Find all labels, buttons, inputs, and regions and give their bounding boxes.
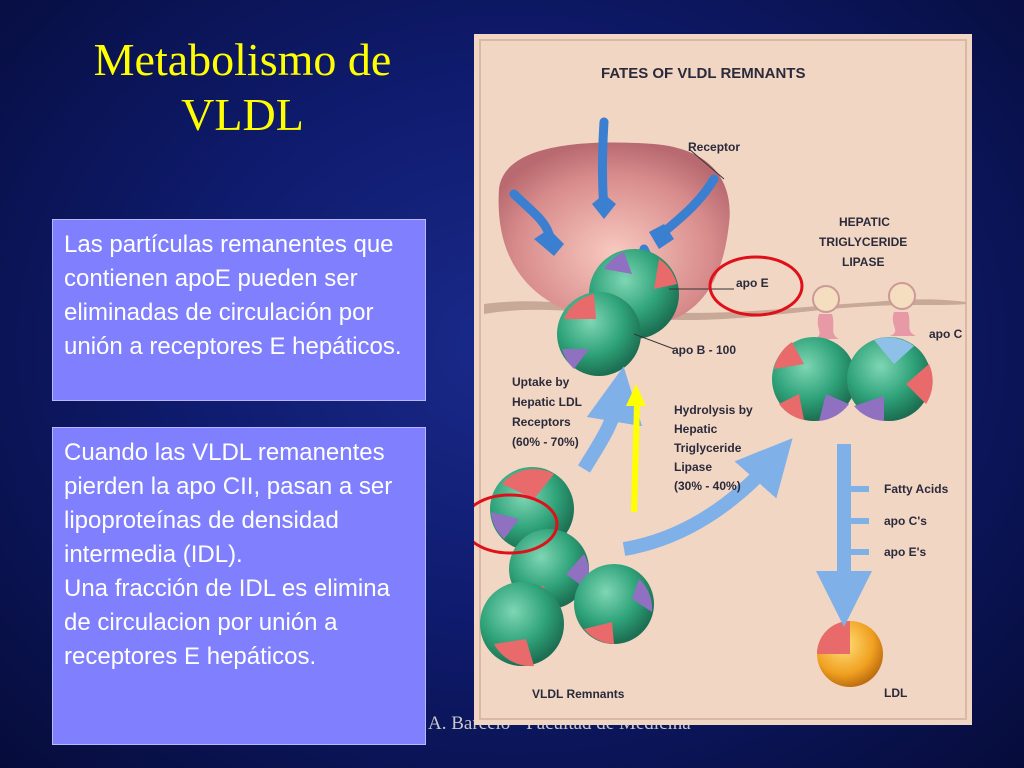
label-fatty-acids: Fatty Acids [884, 482, 949, 496]
slide-title: Metabolismo de VLDL [40, 32, 445, 142]
label-apo-cs: apo C's [884, 514, 927, 528]
text-box-idl: Cuando las VLDL remanentes pierden la ap… [52, 427, 426, 745]
bound-particle-bottom [557, 292, 641, 376]
hydrolysis-arrow [622, 438, 793, 556]
label-hepatic-3: LIPASE [842, 255, 884, 269]
label-apo-b100: apo B - 100 [672, 343, 736, 357]
hydrolysis-particle-left [772, 337, 856, 421]
receptor-3 [659, 174, 719, 237]
title-line-2: VLDL [181, 89, 304, 140]
product-arrows [846, 486, 869, 555]
label-apo-es: apo E's [884, 545, 927, 559]
label-hydrolysis-5: (30% - 40%) [674, 479, 741, 493]
title-line-1: Metabolismo de [93, 34, 392, 85]
uptake-arrow [577, 366, 643, 473]
label-hydrolysis-2: Hepatic [674, 422, 718, 436]
label-uptake-1: Uptake by [512, 375, 570, 389]
remnant-particle-3 [480, 582, 564, 667]
hydrolysis-particle-right [847, 337, 933, 421]
annotation-arrow-shaft [631, 403, 640, 513]
label-uptake-4: (60% - 70%) [512, 435, 579, 449]
diagram-heading: FATES OF VLDL REMNANTS [601, 65, 805, 82]
hepatic-lipase-1 [812, 285, 840, 339]
remnant-particle-4 [574, 564, 654, 644]
label-hydrolysis-3: Triglyceride [674, 441, 742, 455]
ldl-particle [817, 621, 883, 687]
label-uptake-3: Receptors [512, 415, 571, 429]
label-hydrolysis-4: Lipase [674, 460, 712, 474]
receptor-head-1 [534, 229, 564, 256]
label-receptor: Receptor [688, 140, 740, 154]
label-hepatic-1: HEPATIC [839, 215, 890, 229]
text-box-idl-para-1: Cuando las VLDL remanentes pierden la ap… [64, 439, 393, 568]
annotation-circle-remnant [474, 493, 559, 555]
hepatic-membrane [484, 299, 966, 321]
text-box-apoe-text: Las partículas remanentes que contienen … [64, 231, 402, 360]
label-hepatic-2: TRIGLYCERIDE [819, 235, 907, 249]
text-box-idl-para-2: Una fracción de IDL es elimina de circul… [64, 575, 390, 670]
apob-leader [633, 333, 675, 350]
hepatic-lipase-2 [888, 282, 916, 336]
receptor-head-2 [592, 194, 616, 219]
vldl-remnants-diagram: FATES OF VLDL REMNANTS Receptor HEPATIC … [474, 34, 972, 725]
label-uptake-2: Hepatic LDL [512, 395, 582, 409]
label-hydrolysis-1: Hydrolysis by [674, 403, 753, 417]
diagram-border [479, 39, 967, 720]
receptor-head-3 [649, 224, 674, 249]
annotation-arrow-head [626, 384, 646, 406]
annotation-circle-apoe [708, 255, 804, 317]
label-ldl: LDL [884, 686, 907, 700]
label-apo-e: apo E [736, 276, 769, 290]
receptor-leader [688, 148, 725, 180]
label-vldl-remnants: VLDL Remnants [532, 687, 625, 701]
label-apo-c: apo C [929, 327, 963, 341]
text-box-apoe: Las partículas remanentes que contienen … [52, 219, 426, 401]
